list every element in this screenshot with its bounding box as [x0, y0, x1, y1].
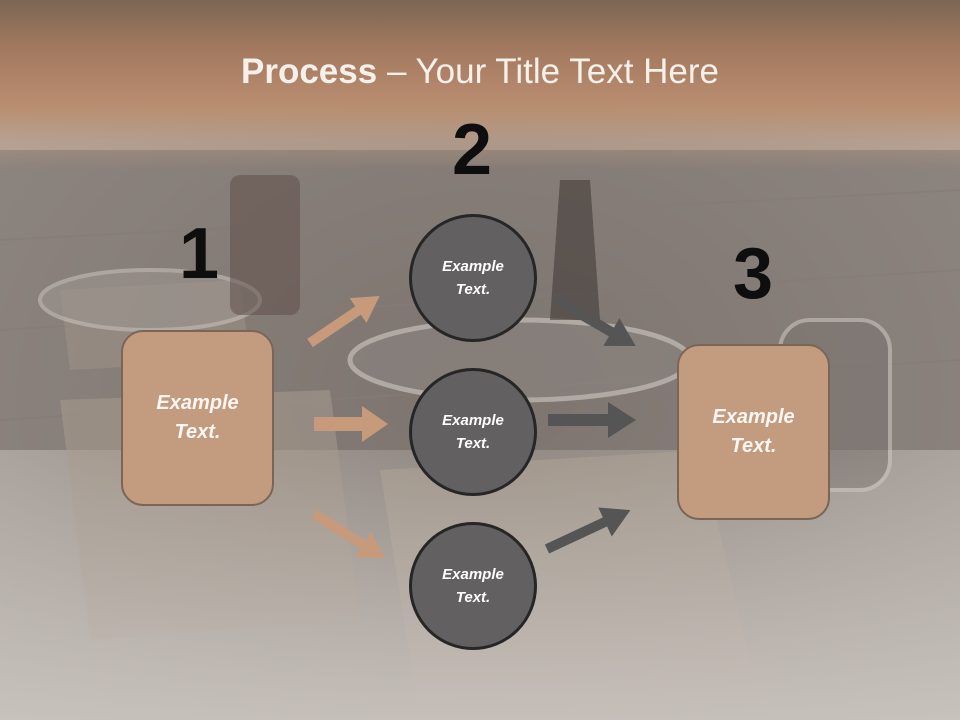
title-rest: – Your Title Text Here	[377, 52, 719, 91]
arrow-1-to-circle-bottom	[311, 509, 386, 559]
step-number-3: 3	[732, 234, 774, 314]
step-2-circle-bottom: Example Text.	[409, 522, 537, 650]
step-2-item-3-text: Example Text.	[442, 566, 504, 606]
step-1-box: Example Text.	[121, 330, 274, 506]
step-3-box: Example Text.	[677, 344, 830, 520]
title-band	[0, 0, 960, 170]
step-number-2: 2	[451, 110, 493, 190]
step-2-item-1-text: Example Text.	[442, 258, 504, 298]
step-2-circle-top: Example Text.	[409, 214, 537, 342]
step-1-text: Example Text.	[156, 392, 239, 443]
arrow-circle-bottom-to-3	[544, 507, 631, 554]
step-2-item-2-text: Example Text.	[442, 412, 504, 452]
step-3-text: Example Text.	[712, 406, 795, 457]
step-number-1: 1	[178, 214, 220, 294]
slide-title: Process – Your Title Text Here	[0, 52, 960, 92]
arrow-1-to-circle-top	[307, 296, 380, 348]
arrow-1-to-circle-middle	[314, 406, 388, 442]
arrow-circle-top-to-3	[553, 295, 636, 346]
step-2-circle-middle: Example Text.	[409, 368, 537, 496]
arrow-circle-middle-to-3	[548, 402, 636, 438]
title-bold: Process	[241, 52, 378, 91]
